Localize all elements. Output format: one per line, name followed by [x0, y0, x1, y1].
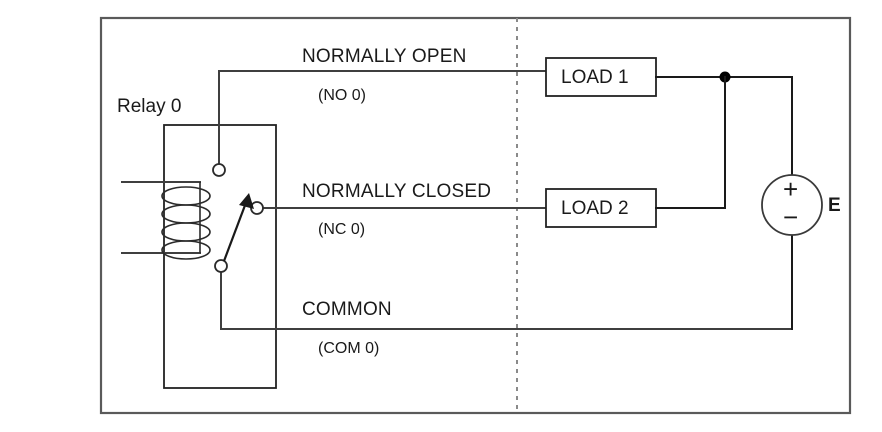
source-plus-sign: +	[783, 174, 799, 204]
voltage-source-symbol	[761, 174, 823, 236]
common-pivot-point	[214, 259, 228, 273]
common-terminal-wire	[220, 271, 793, 330]
normally-closed-code: (NC 0)	[318, 221, 366, 238]
source-minus-sign: −	[783, 202, 799, 232]
common-code: (COM 0)	[318, 340, 380, 357]
diagram-frame	[99, 16, 852, 415]
normally-open-label: NORMALLY OPEN	[302, 46, 467, 67]
normally-open-code: (NO 0)	[318, 87, 366, 104]
normally-closed-label: NORMALLY CLOSED	[302, 181, 492, 202]
relay-body-box	[163, 124, 277, 389]
coil-loop-4	[161, 240, 211, 260]
load-2-box	[545, 188, 657, 228]
switch-arm	[222, 199, 249, 262]
no-terminal-wire	[218, 70, 547, 165]
no-terminal-point	[212, 163, 226, 177]
relay-label: Relay 0	[117, 96, 182, 117]
switch-arm-arrowhead	[239, 193, 254, 209]
load-1-label: LOAD 1	[561, 67, 629, 88]
common-label: COMMON	[302, 299, 392, 320]
source-label: E	[828, 195, 841, 216]
load-2-output-wire	[655, 76, 726, 209]
load-2-label: LOAD 2	[561, 198, 629, 219]
load-1-box	[545, 57, 657, 97]
